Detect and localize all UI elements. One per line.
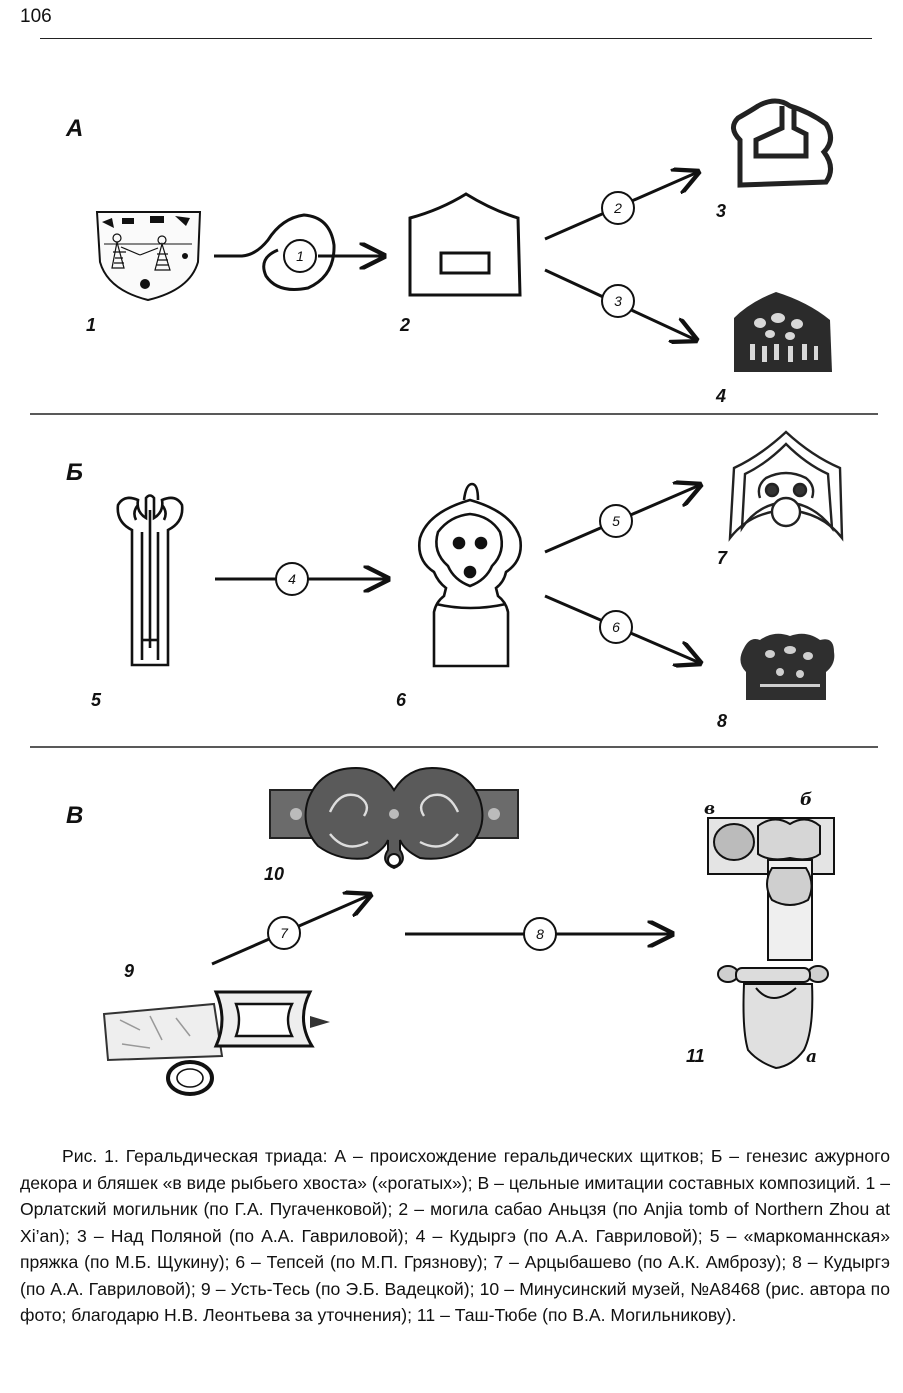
arrow-number: 3 (614, 293, 622, 309)
figure-label: 5 (91, 690, 102, 710)
figure-label: 10 (264, 864, 284, 884)
arrow-number: 5 (612, 513, 620, 529)
arrow-number: 7 (280, 925, 289, 941)
arrow-number: 2 (613, 200, 622, 216)
dark-horned-plaque-drawing (740, 633, 835, 700)
arrow-number: 4 (288, 571, 296, 587)
arrow-number-circle (601, 284, 635, 318)
strap-buckle-drawing (102, 990, 330, 1096)
page-number: 106 (20, 6, 52, 27)
figure-label: 1 (86, 315, 96, 335)
arrow-number-circle (283, 239, 317, 273)
section-label-v: В (66, 802, 83, 829)
figure-label: 7 (717, 548, 728, 568)
dark-plaque-drawing (734, 292, 832, 372)
section-label-b: Б (66, 459, 83, 486)
section-label-a: А (65, 115, 83, 142)
spiral-drawing (214, 213, 336, 291)
figure-label: 9 (124, 961, 134, 981)
arrow-number: 6 (612, 619, 620, 635)
figure-label: 3 (716, 201, 726, 221)
arrow-number: 1 (296, 248, 304, 264)
arrow-number-circle (523, 917, 557, 951)
shield-drawing (95, 211, 202, 302)
belt-plaque-drawing (269, 766, 519, 870)
sub-label-v: в (704, 799, 715, 819)
figure-label: 4 (715, 386, 726, 406)
arrow-number-circle (601, 191, 635, 225)
arrow-number-circle (267, 916, 301, 950)
plaque-drawing (408, 192, 522, 297)
sub-label-b: б (800, 790, 812, 810)
belt-set-drawing (707, 817, 835, 1070)
openwork-plaque-drawing (731, 98, 833, 188)
figure-label: 11 (686, 1046, 705, 1066)
header-rule (40, 38, 872, 39)
figure-label: 8 (717, 711, 727, 731)
buckle-drawing (116, 494, 184, 667)
figure: А Б В 1 1 2 (30, 98, 878, 1096)
fish-tail-pendant-drawing (418, 482, 522, 668)
arrow-number-circle (275, 562, 309, 596)
figure-caption: Рис. 1. Геральдическая триада: А – проис… (20, 1143, 890, 1329)
arrow-number-circle (599, 504, 633, 538)
arrow-number-circle (599, 610, 633, 644)
sub-label-a: а (806, 1047, 817, 1067)
figure-label: 2 (399, 315, 410, 335)
figure-label: 6 (396, 690, 407, 710)
arrow-number: 8 (536, 926, 544, 942)
caption-text: Рис. 1. Геральдическая триада: А – проис… (20, 1146, 890, 1325)
horned-plaque-drawing (728, 430, 844, 542)
